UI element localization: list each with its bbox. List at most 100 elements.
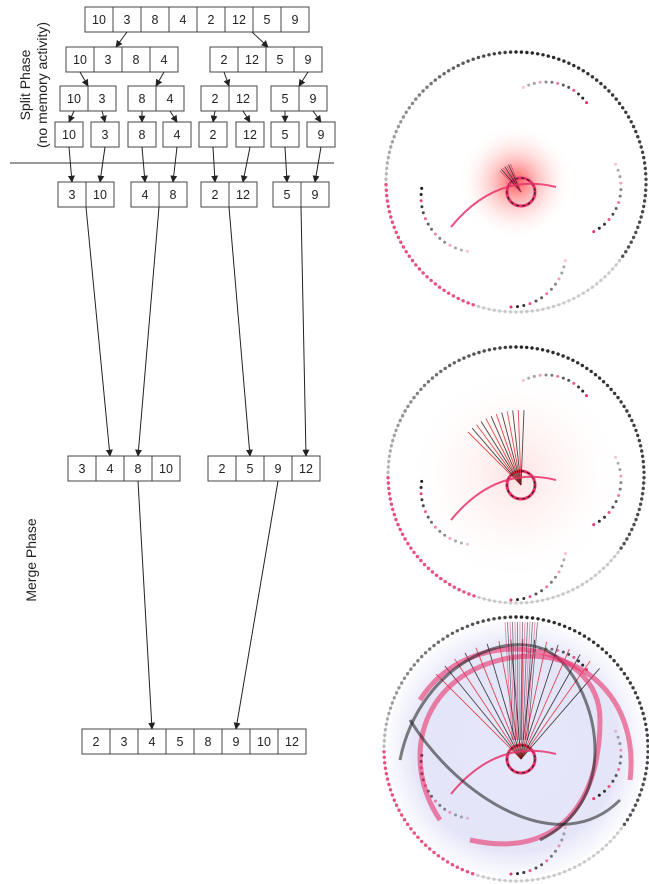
ring-dot [482,619,485,622]
ring-dot [632,523,635,526]
array-cell: 9 [301,182,329,207]
ring-dot [640,788,643,791]
ring-dot [530,346,533,349]
ring-dot [406,672,409,675]
array-cell: 4 [169,7,197,32]
arc-dot [522,597,525,600]
cell-value: 5 [247,462,254,476]
arc-dot [527,377,530,380]
ring-dot [457,64,460,67]
ring-dot [442,289,445,292]
ring-dot [609,388,612,391]
ring-dot [561,354,564,357]
ring-dot [395,804,398,807]
cell-value: 9 [292,13,299,27]
ring-dot [383,739,386,742]
ring-dot [384,767,387,770]
array-cell: 2 [197,7,225,32]
array-cell: 5 [273,182,301,207]
ring-dot [641,492,644,495]
ring-dot [432,851,435,854]
arc-dot [564,826,567,829]
ring-dot [558,623,561,626]
ring-dot [547,54,550,57]
ring-dot [634,804,637,807]
array-cell: 12 [238,47,266,72]
ring-dot [509,615,512,618]
split-arrow [69,111,74,122]
ring-dot [388,455,391,458]
ring-dot [640,215,643,218]
arc-dot [558,570,561,573]
ring-dot [391,793,394,796]
ring-dot [578,632,581,635]
cell-value: 3 [99,92,106,106]
arc-dot [516,872,519,875]
ring-dot [425,86,428,89]
ring-dot [447,69,450,72]
ring-dot [629,813,632,816]
ring-dot [525,879,528,882]
ring-dot [509,310,512,313]
ring-dot [386,161,389,164]
ring-dot [439,577,442,580]
cell-value: 5 [282,92,289,106]
ring-dot [424,844,427,847]
cell-value: 12 [245,53,259,67]
cell-value: 4 [142,188,149,202]
array-cell: 5 [271,122,299,147]
arc-dot [420,193,423,196]
array-group: 48 [131,182,187,207]
ring-dot [542,618,545,621]
ring-dot [547,619,550,622]
ring-dot [503,310,506,313]
ring-dot [397,809,400,812]
ring-dot [420,840,423,843]
ring-dot [434,78,437,81]
merge-arrow [69,147,72,182]
ring-dot [638,508,641,511]
ring-dot [406,542,409,545]
arc-dot [535,593,538,596]
ring-dot [412,551,415,554]
ring-dot [418,267,421,270]
ring-dot [498,616,501,619]
array-group: 1038421259 [85,7,309,32]
ring-dot [503,879,506,882]
array-cell: 12 [278,729,306,754]
ring-dot [630,120,633,123]
ring-dot [566,590,569,593]
ring-dot [587,637,590,640]
array-cell: 9 [294,47,322,72]
ring-dot [585,580,588,583]
arc-dot [420,205,423,208]
arc-dot [424,217,427,220]
ring-dot [542,876,545,879]
ring-dot [420,655,423,658]
ring-dot [592,641,595,644]
cell-value: 4 [107,462,114,476]
ring-dot [541,348,544,351]
ring-dot [382,745,385,748]
ring-dot [536,600,539,603]
memory-visualizations [382,50,649,882]
ring-dot [457,359,460,362]
arc-dot [581,664,584,667]
ring-dot [531,878,534,881]
ring-dot [385,723,388,726]
cell-value: 5 [284,188,291,202]
arc-dot [619,188,622,191]
ring-dot [397,125,400,128]
ring-dot [429,279,432,282]
arc-dot [434,800,437,803]
ring-dot [625,409,628,412]
arc-dot [562,84,565,87]
ring-dot [536,309,539,312]
arc-dot [427,223,430,226]
ring-dot [393,513,396,516]
ring-dot [520,615,523,618]
array-cell: 2 [201,86,229,111]
arc-dot [516,305,519,308]
cell-value: 3 [79,462,86,476]
ring-dot [405,250,408,253]
